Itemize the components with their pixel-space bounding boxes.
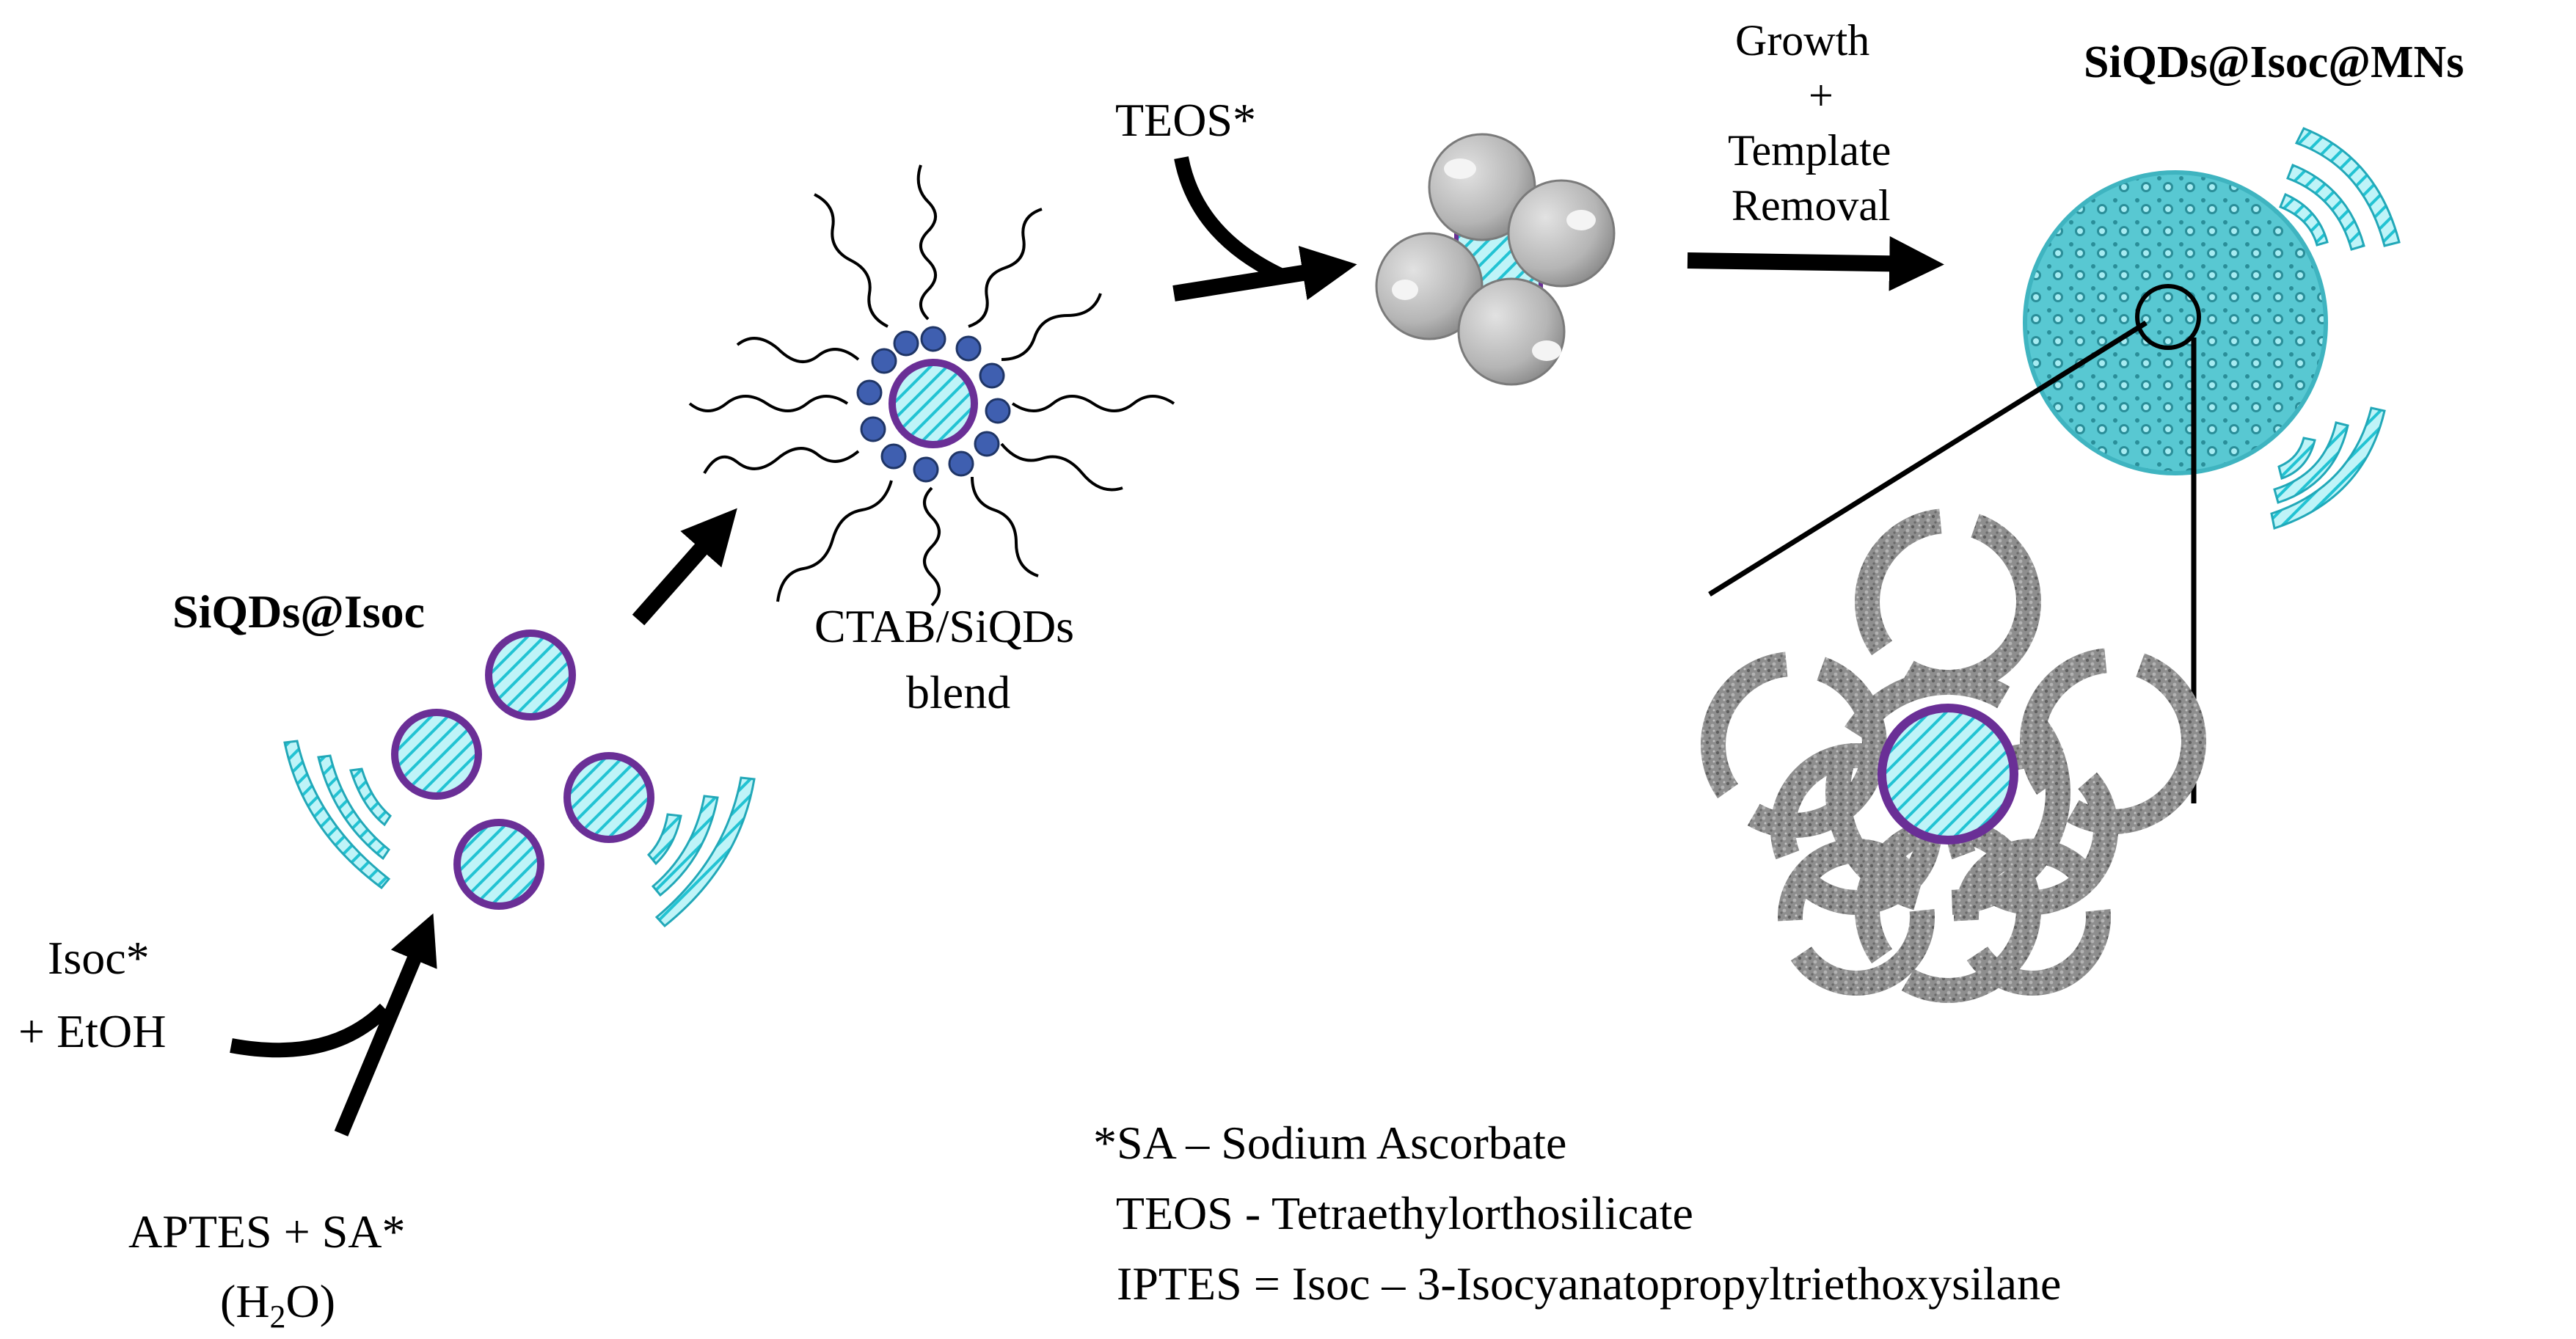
zoomed-core-quantum-dot (1878, 704, 2018, 844)
growth-label: Growth (1735, 16, 1869, 65)
ctab-label: CTAB/SiQDs (814, 600, 1074, 652)
siqds-isoc-label: SiQDs@Isoc (172, 585, 425, 638)
template-label: Template (1728, 126, 1891, 175)
etoh-reagent-label: + EtOH (18, 1005, 166, 1057)
zoom-line (1708, 321, 2148, 596)
legend-line-iptes: IPTES = Isoc – 3-Isocyanatopropyltrietho… (1093, 1258, 2062, 1310)
emission-waves-icon (646, 776, 756, 928)
quantum-dot (391, 709, 482, 800)
core-quantum-dot (889, 359, 978, 448)
arrow-aptes-up (334, 913, 437, 1136)
quantum-dot (563, 752, 654, 843)
aptes-reagent-label: APTES + SA* (128, 1205, 406, 1258)
emission-waves-icon (2270, 127, 2401, 530)
silica-coated-micelle (1375, 133, 1616, 386)
quantum-dot (485, 630, 576, 720)
removal-label: Removal (1732, 181, 1891, 230)
plus-label: + (1809, 71, 1834, 120)
quantum-dot (453, 819, 544, 910)
siqds-isoc-cluster (283, 630, 756, 928)
arrow-isoc-merge (230, 1003, 391, 1058)
mesoporous-nanoparticle (2023, 170, 2328, 475)
arrow-to-mns (1687, 236, 1944, 291)
teos-reagent-label: TEOS* (1115, 94, 1256, 146)
water-solvent-label: (H2O) (220, 1275, 335, 1335)
final-product-label: SiQDs@Isoc@MNs (2084, 37, 2464, 87)
emission-waves-icon (283, 740, 392, 890)
blend-label: blend (906, 666, 1010, 718)
isoc-reagent-label: Isoc* (48, 932, 150, 984)
legend-line-teos: TEOS - Tetraethylorthosilicate (1093, 1187, 1693, 1239)
legend-line-sa: *SA – Sodium Ascorbate (1093, 1117, 1567, 1169)
arrow-to-ctab (632, 508, 737, 626)
arrow-to-silica (1172, 246, 1357, 302)
ctab-micelle (688, 164, 1175, 607)
abbreviation-legend: *SA – Sodium Ascorbate TEOS - Tetraethyl… (1093, 1108, 2340, 1319)
arrow-teos-merge (1174, 156, 1284, 282)
